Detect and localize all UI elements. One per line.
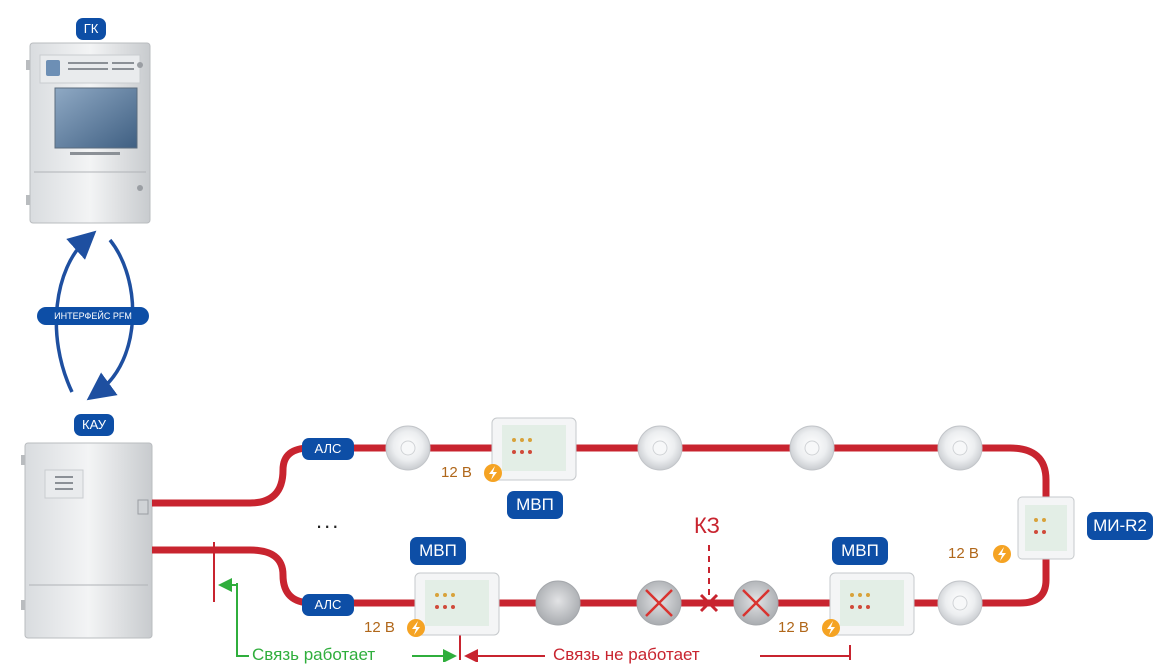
power-icon-mvp-top [484, 464, 502, 482]
mvp-badge-bottom-right: МВП [832, 537, 888, 565]
detector-top-1 [385, 425, 431, 471]
kz-label: КЗ [694, 513, 720, 538]
kau-badge: КАУ [74, 414, 114, 436]
mvp-badge-bottom-left: МВП [410, 537, 466, 565]
power-icon-mvp-bottom-left [407, 619, 425, 637]
gk-badge: ГК [76, 18, 106, 40]
mi-r2-badge: МИ-R2 [1087, 512, 1153, 540]
voltage-mvp-bottom-right: 12 В [778, 619, 809, 636]
als-badge-bottom: АЛС [302, 594, 354, 616]
als-badge-top: АЛС [302, 438, 354, 460]
mi-r2-module [1017, 496, 1075, 560]
mvp-module-bottom-left [414, 572, 500, 636]
gk-panel [26, 42, 151, 224]
mvp-module-top [491, 417, 577, 481]
works-arrow-top [218, 578, 238, 610]
ellipsis: ... [316, 508, 341, 533]
detector-bottom-2 [937, 580, 983, 626]
kau-panel [21, 442, 153, 639]
kz-cross-icon [699, 593, 719, 613]
power-icon-mvp-bottom-right [822, 619, 840, 637]
voltage-mvp-bottom-left: 12 В [364, 619, 395, 636]
voltage-mi-r2: 12 В [948, 545, 979, 562]
mvp-badge-top: МВП [507, 491, 563, 519]
detector-bottom-failed-1 [636, 580, 682, 626]
detector-bottom-1 [535, 580, 581, 626]
detector-bottom-failed-2 [733, 580, 779, 626]
detector-top-4 [937, 425, 983, 471]
works-arrow [236, 583, 249, 657]
voltage-mvp-top: 12 В [441, 464, 472, 481]
status-not-works: Связь не работает [550, 645, 703, 665]
interface-badge: ИНТЕРФЕЙС PFM [37, 307, 149, 325]
detector-top-2 [637, 425, 683, 471]
interface-arrow-up [54, 230, 97, 393]
mvp-module-bottom-right [829, 572, 915, 636]
power-icon-mi-r2 [993, 545, 1011, 563]
detector-top-3 [789, 425, 835, 471]
status-works: Связь работает [249, 645, 379, 665]
